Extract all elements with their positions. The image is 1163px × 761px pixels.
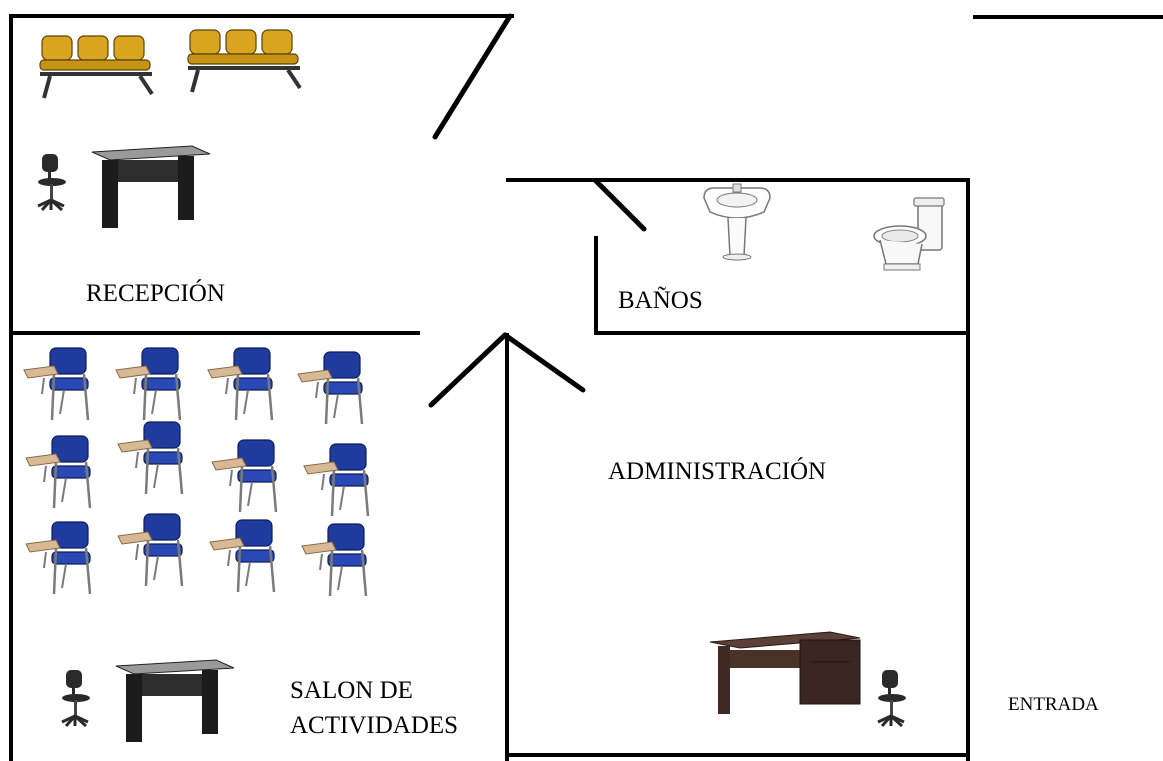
room-label-banos: BAÑOS	[618, 287, 703, 314]
walls	[9, 14, 1163, 761]
room-label-administracion: ADMINISTRACIÓN	[608, 458, 827, 485]
salon-furniture	[60, 659, 235, 743]
room-label-salon-line2: ACTIVIDADES	[290, 712, 459, 739]
salon-door	[428, 332, 508, 408]
student-chair-icon	[206, 346, 274, 422]
waiting-bench-icon	[186, 28, 302, 94]
banos-fixtures	[703, 183, 945, 271]
student-chair-icon	[300, 522, 368, 598]
admin-desk-icon	[709, 631, 861, 715]
room-label-recepcion: RECEPCIÓN	[86, 280, 225, 307]
room-label-salon: SALON DE ACTIVIDADES	[290, 673, 458, 743]
student-chair-icon	[296, 350, 364, 426]
student-chair-icon	[114, 346, 182, 422]
door-swings	[428, 13, 647, 408]
waiting-bench-icon	[38, 34, 154, 100]
student-chair-icon	[302, 442, 370, 518]
office-chair-icon	[876, 668, 908, 728]
office-chair-icon	[36, 152, 68, 212]
salon-desk-icon	[115, 659, 235, 743]
reception-door	[432, 13, 513, 140]
student-chair-icon	[24, 520, 92, 596]
entrance-label: ENTRADA	[1008, 694, 1099, 715]
banos-door	[593, 178, 647, 232]
reception-furniture	[36, 28, 302, 229]
toilet-icon	[873, 197, 945, 271]
sink-icon	[703, 183, 771, 261]
student-chair-icon	[116, 420, 184, 496]
admin-furniture	[709, 631, 908, 728]
room-label-salon-line1: SALON DE	[290, 677, 413, 704]
admin-door	[502, 332, 586, 393]
student-chair-icon	[210, 438, 278, 514]
student-chair-icon	[208, 518, 276, 594]
student-chair-icon	[116, 512, 184, 588]
student-chair-icon	[22, 346, 90, 422]
reception-desk-icon	[91, 145, 211, 229]
salon-chairs	[22, 346, 370, 598]
student-chair-icon	[24, 434, 92, 510]
office-chair-icon	[60, 668, 92, 728]
